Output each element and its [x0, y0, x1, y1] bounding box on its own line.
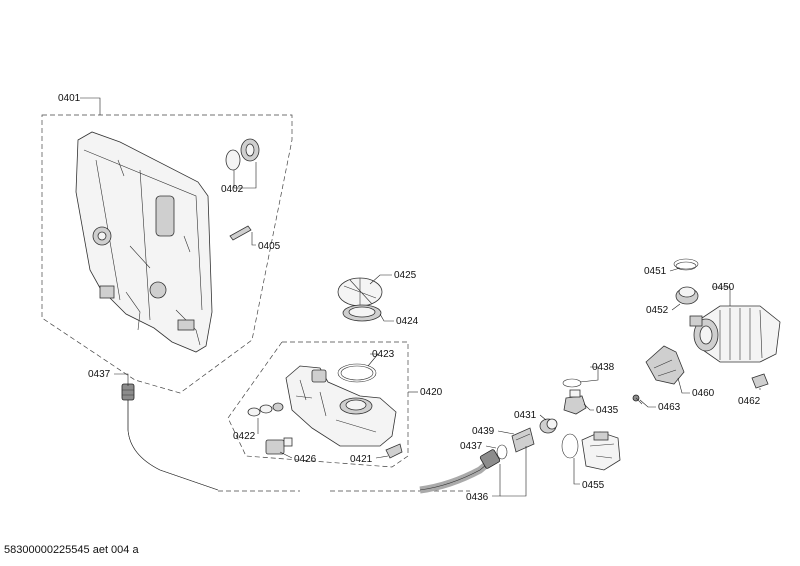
leader-0439 [497, 430, 515, 435]
leader-0460 [677, 377, 690, 394]
part-0455-drain-pump [561, 431, 621, 471]
part-0462-block [751, 373, 769, 389]
label-0405: 0405 [258, 241, 281, 252]
label-0422: 0422 [233, 431, 256, 442]
label-0460: 0460 [692, 388, 715, 399]
label-0452: 0452 [646, 305, 669, 316]
label-0462: 0462 [738, 396, 761, 407]
leader-0437b [485, 445, 497, 449]
document-id-footer: 58300000225545 aet 004 a [4, 544, 139, 556]
label-0455: 0455 [582, 480, 605, 491]
label-0438: 0438 [592, 362, 615, 373]
part-0436-hose-left [121, 383, 219, 491]
label-0425: 0425 [394, 270, 417, 281]
part-0421-clip [385, 443, 403, 459]
label-0421: 0421 [350, 454, 373, 465]
part-0438-ring [562, 378, 582, 388]
part-0431-valve [539, 418, 558, 434]
leader-0450 [712, 286, 731, 306]
label-0402: 0402 [221, 184, 244, 195]
label-0439: 0439 [472, 426, 495, 437]
label-0437-left: 0437 [88, 369, 111, 380]
label-0437-right: 0437 [460, 441, 483, 452]
label-0436: 0436 [466, 492, 489, 503]
part-0423-oring [337, 363, 377, 383]
part-0401-panel [75, 131, 213, 353]
part-0425-cap [337, 277, 383, 307]
leader-0421 [375, 455, 389, 459]
part-0460-bracket [645, 345, 685, 385]
part-0450-heat-pump [689, 305, 781, 363]
part-0422-seals [247, 402, 284, 417]
leader-bracket-0436 [500, 446, 527, 497]
leader-0423 [367, 353, 379, 367]
label-0424: 0424 [396, 316, 419, 327]
leader-0401 [80, 97, 101, 115]
part-0420-sump [285, 365, 397, 447]
label-0423: 0423 [372, 349, 395, 360]
part-0451-clamp [673, 258, 699, 271]
part-0437-ring [496, 444, 508, 460]
part-0424-ring [342, 304, 382, 322]
label-0450: 0450 [712, 282, 735, 293]
leader-0431 [539, 414, 547, 421]
label-0431: 0431 [514, 410, 537, 421]
part-0426-sensor [265, 437, 293, 455]
part-0405-pin [229, 225, 252, 241]
part-0435-connector [563, 389, 587, 415]
label-0426: 0426 [294, 454, 317, 465]
part-0402-rings [225, 138, 260, 171]
label-0420: 0420 [420, 387, 443, 398]
label-0435: 0435 [596, 405, 619, 416]
leader-0435 [583, 403, 594, 411]
leader-0424 [379, 313, 394, 322]
part-0439-clamp [511, 427, 535, 453]
part-0452-bellow [675, 286, 699, 305]
leader-0452 [671, 303, 681, 311]
leader-0425 [369, 274, 392, 285]
leader-0436 [492, 464, 501, 497]
leader-0437a [114, 373, 129, 386]
part-0463-screw [632, 394, 643, 405]
leader-0451 [669, 267, 681, 272]
group-outline-0401 [41, 114, 293, 394]
leader-0463 [639, 399, 656, 408]
label-0463: 0463 [658, 402, 681, 413]
group-outline-0420 [227, 341, 409, 468]
leader-0426 [279, 451, 293, 459]
part-0436-hose-right [419, 449, 501, 494]
leader-0455 [573, 458, 580, 485]
leader-0438 [579, 366, 599, 383]
leader-0402 [233, 162, 257, 189]
label-0401: 0401 [58, 93, 81, 104]
leader-0405 [251, 232, 256, 246]
label-0451: 0451 [644, 266, 667, 277]
